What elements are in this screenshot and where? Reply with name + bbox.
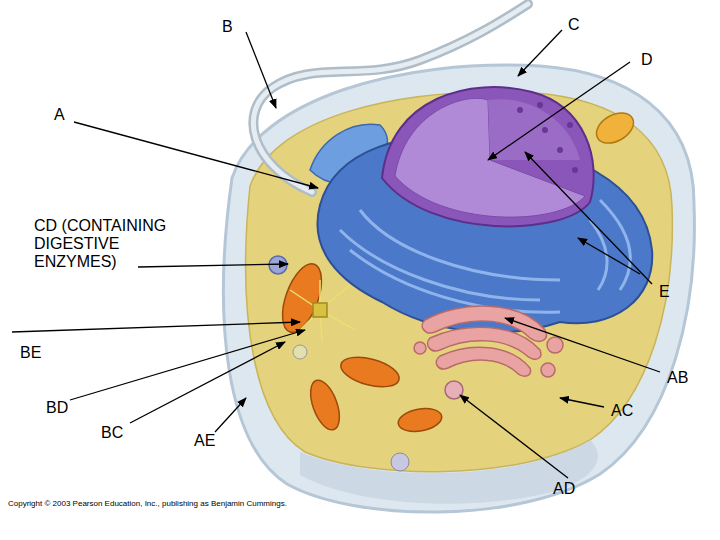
leader-lines — [12, 30, 660, 478]
leader-line — [74, 122, 318, 188]
leader-line — [560, 398, 604, 407]
leader-line — [215, 398, 246, 432]
vesicle — [293, 345, 307, 359]
leader-line — [525, 152, 652, 284]
peroxisome — [591, 107, 639, 150]
lysosome — [445, 381, 463, 399]
part-label: AD — [553, 480, 575, 498]
vesicle — [269, 256, 287, 274]
part-label: BC — [101, 424, 123, 442]
leader-line — [12, 322, 300, 332]
nuclear-pores — [517, 102, 578, 173]
leader-line — [70, 330, 305, 400]
vesicle — [391, 453, 409, 471]
leader-line — [578, 238, 640, 274]
cell-cut-face — [300, 440, 598, 504]
mitochondria — [275, 259, 444, 435]
golgi-apparatus — [414, 306, 563, 377]
part-label: AE — [194, 432, 215, 450]
part-label: AC — [611, 402, 633, 420]
leader-line — [488, 62, 630, 160]
leader-line — [130, 342, 285, 423]
part-label: B — [222, 18, 233, 36]
part-label: CD (CONTAINING DIGESTIVE ENZYMES) — [34, 217, 170, 271]
part-label: BD — [46, 399, 68, 417]
part-label: D — [641, 51, 653, 69]
leader-line — [138, 264, 288, 267]
part-label: A — [54, 106, 65, 124]
part-label: E — [659, 283, 670, 301]
part-label: AB — [667, 369, 688, 387]
leader-line — [460, 395, 568, 478]
leader-line — [246, 32, 276, 108]
cell-membrane — [223, 65, 694, 512]
cytoplasm — [246, 92, 673, 472]
part-label: BE — [20, 344, 41, 362]
copyright-note: Copyright © 2003 Pearson Education, Inc.… — [8, 499, 287, 509]
nucleus-cut — [395, 98, 585, 217]
leader-line — [505, 318, 660, 372]
nucleus-envelope — [382, 87, 594, 226]
leader-line — [518, 30, 562, 76]
centrosome — [290, 280, 355, 342]
part-label: C — [568, 16, 580, 34]
